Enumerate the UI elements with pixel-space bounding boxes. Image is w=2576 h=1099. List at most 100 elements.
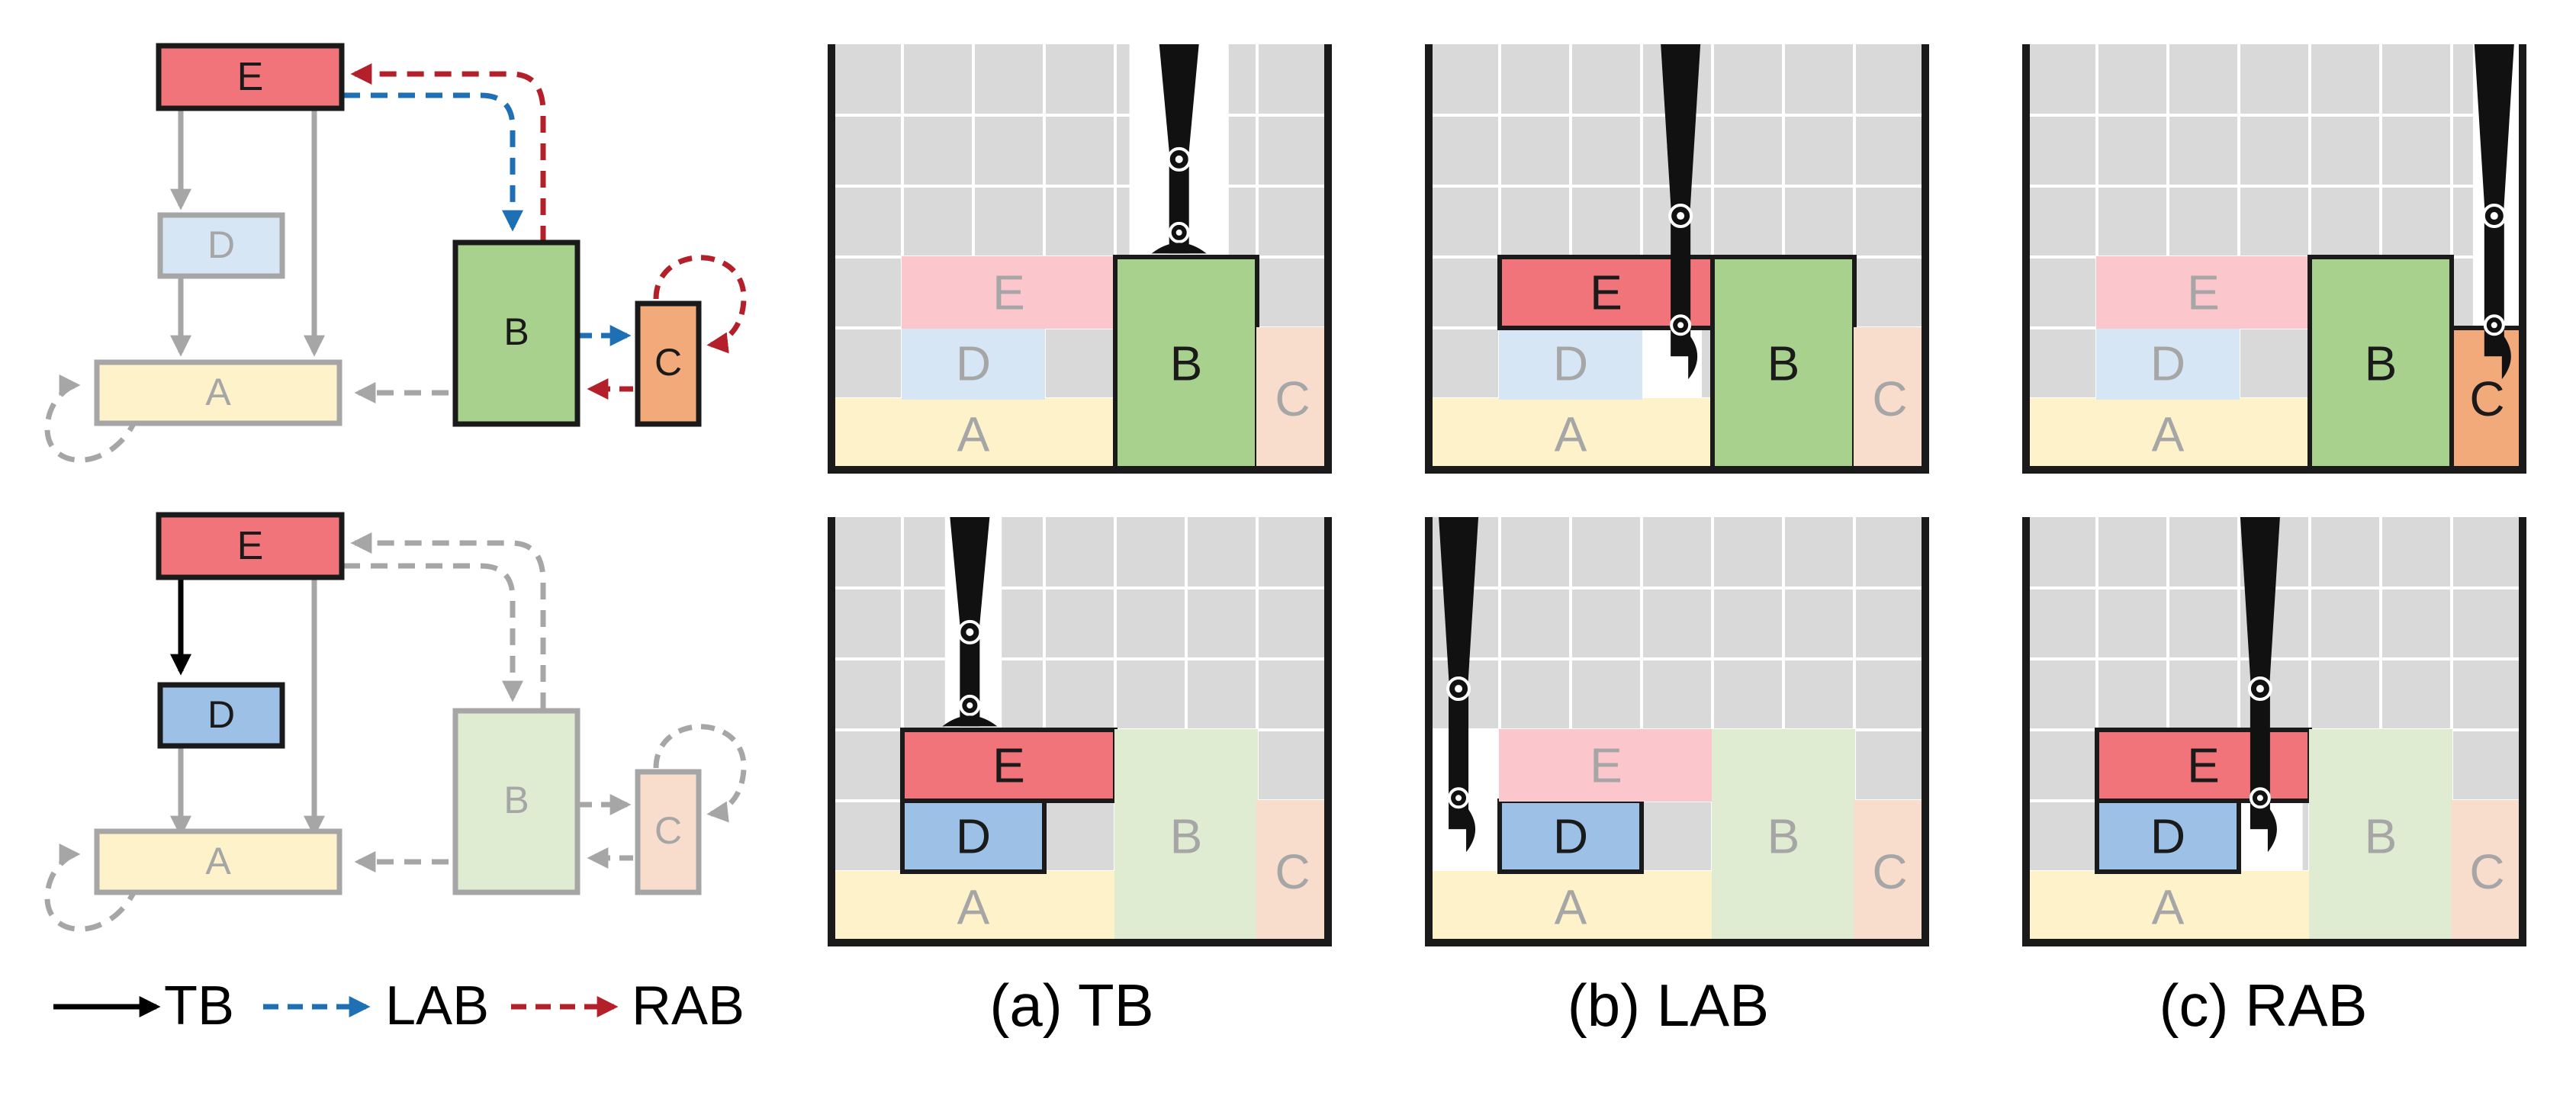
svg-text:A: A xyxy=(1555,407,1587,462)
bin-panel-lab-top: ADE B C xyxy=(1425,44,1929,474)
legend: TB LAB RAB xyxy=(53,975,744,1036)
bottom-graph-gray-edges xyxy=(44,532,747,932)
svg-text:D: D xyxy=(1553,809,1588,864)
box-d: D xyxy=(1499,327,1642,400)
svg-text:E: E xyxy=(2187,265,2220,320)
svg-text:D: D xyxy=(956,336,991,391)
robot-arm-icon xyxy=(1439,517,1479,853)
box-d: D xyxy=(900,799,1047,874)
svg-text:D: D xyxy=(207,693,235,736)
bin-walls xyxy=(1425,44,1929,474)
svg-text:A: A xyxy=(957,880,990,935)
svg-text:D: D xyxy=(2150,336,2185,391)
robot-arm-icon xyxy=(2240,517,2280,853)
svg-text:C: C xyxy=(2469,844,2504,899)
box-c: C xyxy=(1854,800,1926,943)
box-e: E xyxy=(900,728,1118,803)
svg-text:A: A xyxy=(2152,880,2185,935)
svg-text:A: A xyxy=(205,840,231,882)
svg-text:B: B xyxy=(1767,336,1800,391)
box-d: D xyxy=(1497,799,1644,874)
bin-panel-tb-bot: ADE B C xyxy=(828,517,1332,946)
svg-text:B: B xyxy=(1170,809,1203,864)
box-d: D xyxy=(2095,799,2241,874)
svg-text:C: C xyxy=(1275,371,1310,426)
bin-walls xyxy=(828,44,1332,474)
svg-text:B: B xyxy=(1170,336,1203,391)
bottom-node-c: C xyxy=(635,769,702,895)
top-node-d: D xyxy=(157,212,285,279)
svg-text:C: C xyxy=(1872,371,1907,426)
top-node-a: A xyxy=(94,359,343,426)
box-d: D xyxy=(2096,327,2240,400)
box-b: B xyxy=(2309,729,2452,943)
svg-text:B: B xyxy=(2365,336,2398,391)
svg-text:B: B xyxy=(503,310,529,353)
box-c: C xyxy=(2451,800,2523,943)
top-node-c: C xyxy=(635,300,702,427)
bin-walls xyxy=(1425,517,1929,946)
bottom-node-d: D xyxy=(157,682,285,749)
svg-text:E: E xyxy=(2187,738,2220,793)
svg-text:A: A xyxy=(2152,407,2185,462)
box-b: B xyxy=(1710,255,1857,472)
top-node-b: B xyxy=(452,239,580,427)
bottom-node-a: A xyxy=(94,828,343,895)
box-c: C xyxy=(1854,327,1926,471)
svg-text:D: D xyxy=(956,809,991,864)
box-b: B xyxy=(2307,255,2454,472)
box-c: C xyxy=(1256,327,1329,471)
svg-text:B: B xyxy=(1767,809,1800,864)
robot-arm-icon xyxy=(942,517,998,727)
box-b: B xyxy=(1712,729,1855,943)
caption-lab: (b) LAB xyxy=(1568,972,1769,1039)
caption-rab: (c) RAB xyxy=(2160,972,2368,1039)
box-a: A xyxy=(831,871,1116,943)
robot-arm-icon xyxy=(1151,44,1207,254)
box-e: E xyxy=(902,256,1116,329)
svg-text:E: E xyxy=(1590,738,1622,793)
robot-arm-icon xyxy=(2474,44,2514,380)
box-b: B xyxy=(1113,255,1259,472)
box-a: A xyxy=(831,398,1116,471)
svg-text:E: E xyxy=(237,524,264,568)
top-node-e: E xyxy=(156,43,345,111)
box-a: A xyxy=(2025,871,2311,943)
bin-walls xyxy=(2022,517,2526,946)
svg-text:B: B xyxy=(503,779,529,821)
legend-tb-label: TB xyxy=(164,975,234,1036)
top-graph-gray-edges xyxy=(44,108,449,463)
svg-text:B: B xyxy=(2365,809,2398,864)
svg-text:C: C xyxy=(1872,844,1907,899)
svg-text:E: E xyxy=(1590,265,1622,320)
caption-tb: (a) TB xyxy=(989,972,1153,1039)
svg-text:C: C xyxy=(654,341,682,384)
bin-walls xyxy=(2022,44,2526,474)
svg-text:D: D xyxy=(207,223,235,266)
svg-text:E: E xyxy=(992,738,1025,793)
svg-text:E: E xyxy=(237,55,264,99)
legend-rab-label: RAB xyxy=(632,975,744,1036)
box-e: E xyxy=(1499,729,1713,802)
bin-panel-rab-bot: ADE B C xyxy=(2022,517,2526,946)
svg-text:A: A xyxy=(205,371,231,413)
box-b: B xyxy=(1114,729,1258,943)
robot-arm-icon xyxy=(1661,44,1701,380)
bottom-node-b: B xyxy=(452,708,580,895)
box-c: C xyxy=(1256,800,1329,943)
svg-text:D: D xyxy=(1553,336,1588,391)
svg-text:E: E xyxy=(992,265,1025,320)
svg-text:C: C xyxy=(1275,844,1310,899)
bin-panel-tb-top: ADE B C xyxy=(828,44,1332,474)
bin-panel-lab-bot: ADE B C xyxy=(1425,517,1929,946)
svg-text:D: D xyxy=(2150,809,2185,864)
svg-text:A: A xyxy=(957,407,990,462)
bin-walls xyxy=(828,517,1332,946)
bottom-node-e: E xyxy=(156,512,345,580)
legend-lab-label: LAB xyxy=(385,975,489,1036)
svg-text:A: A xyxy=(1555,880,1587,935)
box-d: D xyxy=(902,327,1045,400)
box-a: A xyxy=(1428,871,1713,943)
top-lab-edge-e-b xyxy=(343,92,523,232)
